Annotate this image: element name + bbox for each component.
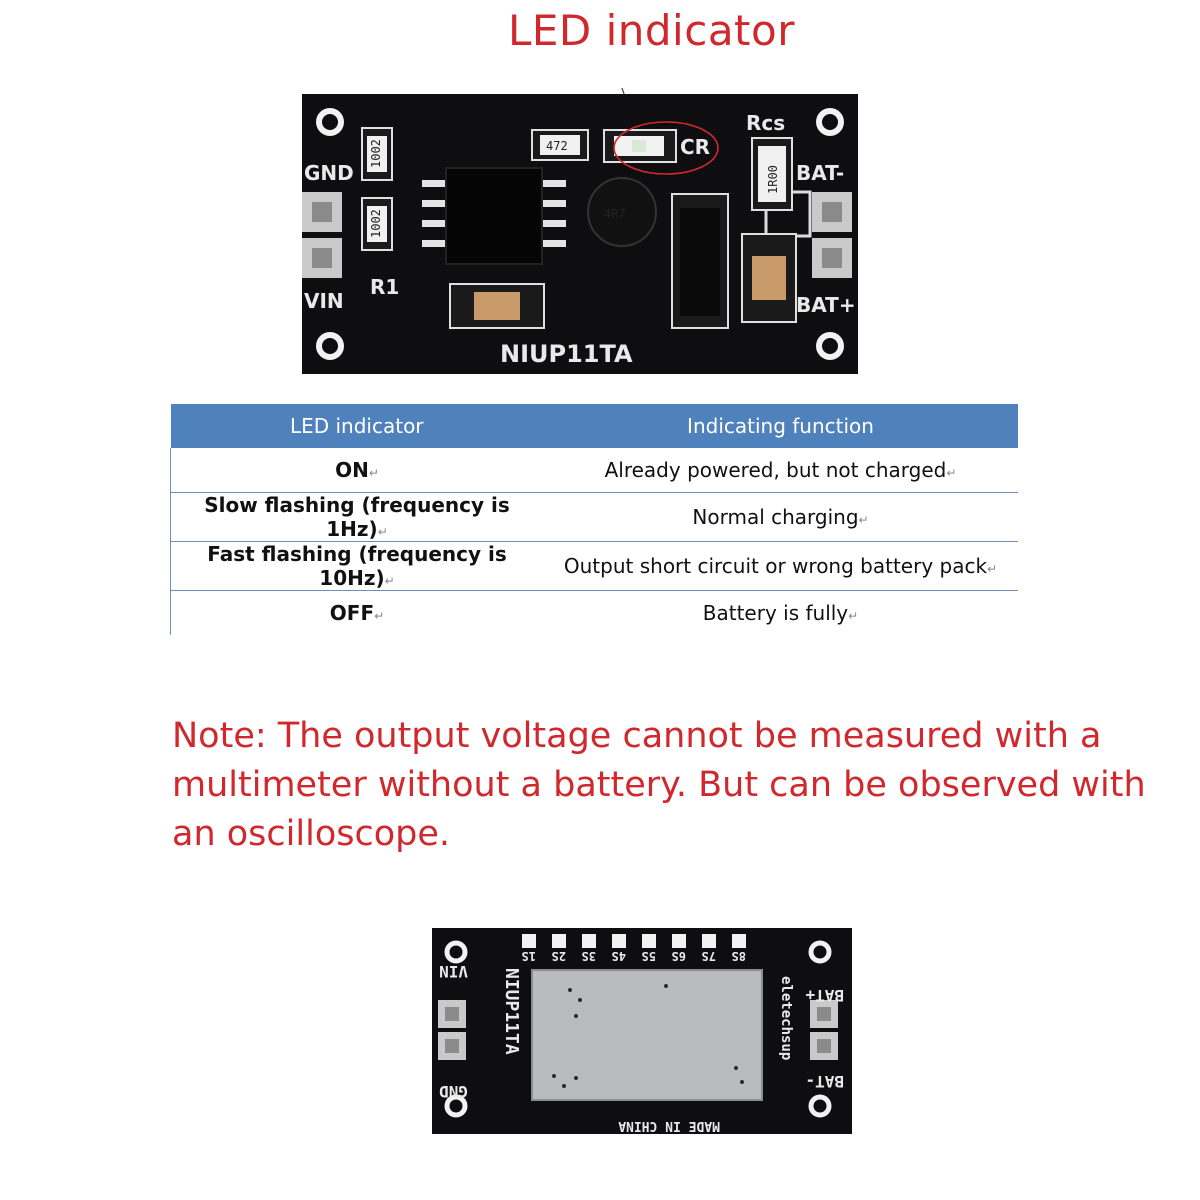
label-r1: R1 xyxy=(370,275,399,299)
cell-label: 7S xyxy=(702,949,716,963)
svg-text:1002: 1002 xyxy=(369,209,383,238)
bottom-label-model: NIUP11TA xyxy=(501,968,522,1055)
cell-label: 5S xyxy=(642,949,656,963)
paragraph-mark: ↵ xyxy=(946,466,957,480)
cell-label: 4S xyxy=(612,949,626,963)
label-model: NIUP11TA xyxy=(500,340,633,368)
cell-label: 2S xyxy=(552,949,566,963)
bottom-label-bat-plus: BAT+ xyxy=(805,986,844,1005)
label-bat-plus: BAT+ xyxy=(796,293,856,317)
cell-label: 3S xyxy=(582,949,596,963)
svg-text:472: 472 xyxy=(546,139,568,153)
paragraph-mark: ↵ xyxy=(368,466,379,480)
table-row: OFF↵ Battery is fully↵ xyxy=(170,590,1019,635)
cell-function: Normal charging↵ xyxy=(543,492,1018,542)
cell-state: Slow flashing (frequency is 1Hz)↵ xyxy=(170,492,543,542)
bottom-label-made-in: MADE IN CHINA xyxy=(618,1118,720,1133)
paragraph-mark: ↵ xyxy=(384,574,395,588)
label-cr: CR xyxy=(680,135,710,159)
paragraph-mark: ↵ xyxy=(858,513,869,527)
cell-function: Already powered, but not charged↵ xyxy=(543,448,1018,493)
paragraph-mark: ↵ xyxy=(377,525,388,539)
led-indicator-table: LED indicator Indicating function ON↵ Al… xyxy=(170,404,1018,635)
cell-function: Output short circuit or wrong battery pa… xyxy=(543,541,1018,591)
table-row: Fast flashing (frequency is 10Hz)↵ Outpu… xyxy=(170,541,1018,591)
pcb-top-view: GND VIN R1 Rcs CR BAT- BAT+ NIUP11TA 100… xyxy=(302,88,858,374)
column-header-led-indicator: LED indicator xyxy=(170,404,543,448)
svg-text:4R7: 4R7 xyxy=(604,207,626,221)
pcb-bottom-view: 8S 7S 6S 5S 4S 3S 2S 1S VIN GND NIUP11TA BAT+ B… xyxy=(432,928,852,1134)
label-vin: VIN xyxy=(304,289,344,313)
label-gnd: GND xyxy=(304,161,354,185)
table-row: Slow flashing (frequency is 1Hz)↵ Normal… xyxy=(170,492,1018,542)
paragraph-mark: ↵ xyxy=(987,562,998,576)
label-rcs: Rcs xyxy=(746,111,785,135)
bottom-label-bat-minus: BAT- xyxy=(805,1072,844,1091)
bottom-label-gnd: GND xyxy=(439,1082,468,1101)
cell-state: OFF↵ xyxy=(170,590,543,635)
paragraph-mark: ↵ xyxy=(374,609,385,623)
cell-label: 6S xyxy=(672,949,686,963)
bottom-label-vin: VIN xyxy=(439,962,468,981)
cell-function: Battery is fully↵ xyxy=(702,601,859,625)
column-header-indicating-function: Indicating function xyxy=(543,404,1018,448)
cell-state: ON↵ xyxy=(170,448,543,493)
cell-label: 1S xyxy=(522,949,536,963)
svg-text:1002: 1002 xyxy=(369,139,383,168)
cell-state: Fast flashing (frequency is 10Hz)↵ xyxy=(170,541,543,591)
led-highlight-ring xyxy=(613,121,719,175)
svg-text:1R00: 1R00 xyxy=(766,165,780,194)
bottom-label-brand: eletechsup xyxy=(778,976,794,1060)
paragraph-mark: ↵ xyxy=(848,609,859,623)
label-bat-minus: BAT- xyxy=(796,161,844,185)
table-header-row: LED indicator Indicating function xyxy=(170,404,1018,448)
note-text: Note: The output voltage cannot be measu… xyxy=(172,716,1146,854)
cell-label: 8S xyxy=(732,949,746,963)
table-row: ON↵ Already powered, but not charged↵ xyxy=(170,448,1018,493)
led-indicator-callout: LED indicator xyxy=(507,6,795,55)
